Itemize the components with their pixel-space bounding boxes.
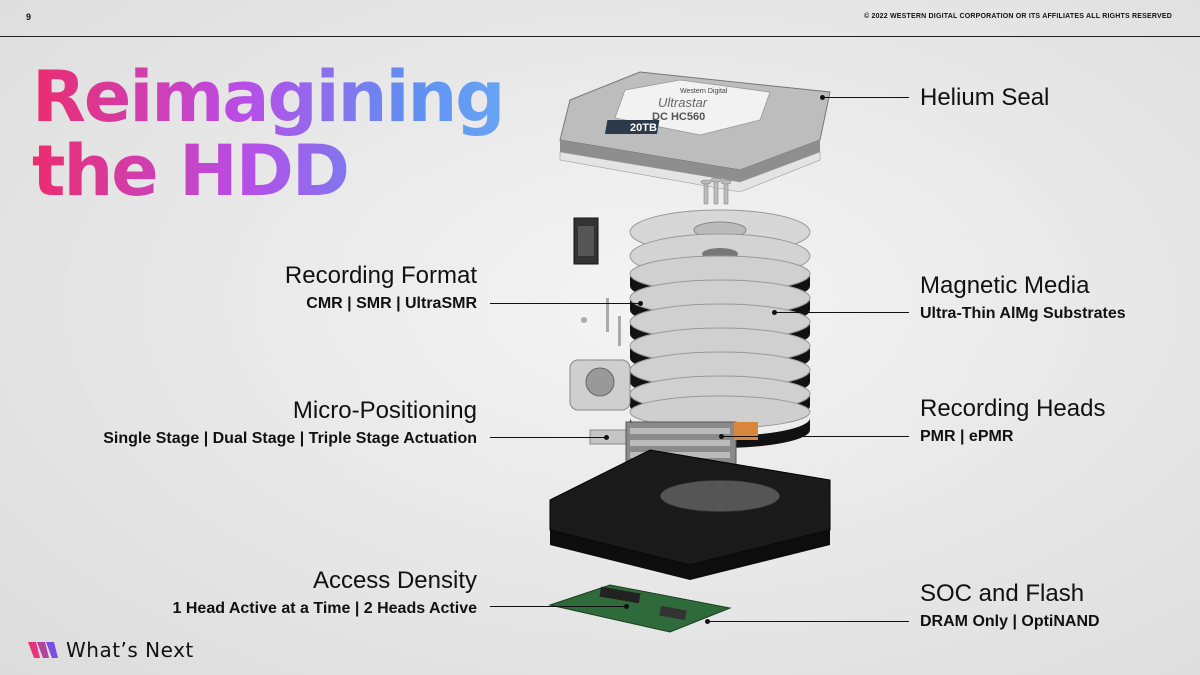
soc-flash-sub: DRAM Only | OptiNAND bbox=[920, 613, 1100, 630]
drive-capacity-text: 20TB bbox=[630, 122, 657, 134]
label-recording-heads: Recording Heads PMR | ePMR bbox=[920, 395, 1105, 447]
helium-seal-lid: Western Digital Ultrastar DC HC560 20TB bbox=[559, 71, 831, 193]
leader-dot-positioning bbox=[604, 435, 609, 440]
magnetic-media-sub: Ultra-Thin AlMg Substrates bbox=[920, 305, 1126, 322]
leader-dot-access bbox=[624, 604, 629, 609]
access-density-sub: 1 Head Active at a Time | 2 Heads Active bbox=[172, 600, 477, 617]
drive-brand-text: Western Digital bbox=[680, 88, 728, 95]
copyright-notice: © 2022 WESTERN DIGITAL CORPORATION OR IT… bbox=[863, 13, 1172, 20]
drive-base-chassis bbox=[549, 449, 831, 580]
leader-recording-heads bbox=[722, 436, 909, 437]
title-line-1: Reimagining bbox=[32, 56, 504, 138]
page-title: Reimagining the HDD bbox=[32, 60, 502, 208]
page-number: 9 bbox=[26, 12, 32, 22]
connector-part bbox=[573, 217, 599, 265]
magnetic-media-heading: Magnetic Media bbox=[920, 272, 1090, 299]
leader-magnetic-media bbox=[775, 312, 909, 313]
label-helium-seal: Helium Seal bbox=[920, 84, 1049, 112]
micro-positioning-sub: Single Stage | Dual Stage | Triple Stage… bbox=[103, 430, 477, 447]
micro-positioning-heading: Micro-Positioning bbox=[292, 397, 477, 424]
soc-flash-pcb bbox=[548, 584, 732, 633]
leader-recording-format bbox=[490, 303, 640, 304]
drive-model-text: DC HC560 bbox=[652, 111, 705, 123]
leader-access-density bbox=[490, 606, 626, 607]
label-magnetic-media: Magnetic Media Ultra-Thin AlMg Substrate… bbox=[920, 272, 1126, 324]
leader-dot-heads bbox=[719, 434, 724, 439]
magnetic-media-platters bbox=[629, 209, 811, 448]
leader-dot-helium bbox=[820, 95, 825, 100]
leader-micro-positioning bbox=[490, 437, 606, 438]
leader-dot-soc bbox=[705, 619, 710, 624]
leader-dot-format bbox=[638, 301, 643, 306]
leader-soc-flash bbox=[708, 621, 909, 622]
brand-logo-icon bbox=[28, 642, 58, 658]
recording-heads-sub: PMR | ePMR bbox=[920, 428, 1014, 445]
label-access-density: Access Density 1 Head Active at a Time |… bbox=[173, 567, 477, 619]
recording-format-sub: CMR | SMR | UltraSMR bbox=[306, 295, 477, 312]
label-recording-format: Recording Format CMR | SMR | UltraSMR bbox=[285, 262, 477, 314]
footer: What’s Next bbox=[28, 638, 194, 662]
label-micro-positioning: Micro-Positioning Single Stage | Dual St… bbox=[103, 397, 477, 449]
footer-text: What’s Next bbox=[66, 638, 194, 662]
header-bar: 9 © 2022 WESTERN DIGITAL CORPORATION OR … bbox=[0, 0, 1200, 37]
recording-heads-heading: Recording Heads bbox=[920, 395, 1106, 422]
leader-helium-seal bbox=[823, 97, 909, 98]
label-soc-flash: SOC and Flash DRAM Only | OptiNAND bbox=[920, 580, 1100, 632]
soc-flash-heading: SOC and Flash bbox=[920, 580, 1085, 607]
exploded-hdd-illustration: Western Digital Ultrastar DC HC560 20TB bbox=[548, 71, 831, 633]
access-density-heading: Access Density bbox=[312, 567, 477, 594]
leader-dot-media bbox=[772, 310, 777, 315]
title-line-2: the HDD bbox=[32, 130, 348, 212]
recording-format-heading: Recording Format bbox=[284, 262, 477, 289]
drive-product-text: Ultrastar bbox=[658, 95, 708, 110]
helium-seal-heading: Helium Seal bbox=[920, 84, 1050, 111]
